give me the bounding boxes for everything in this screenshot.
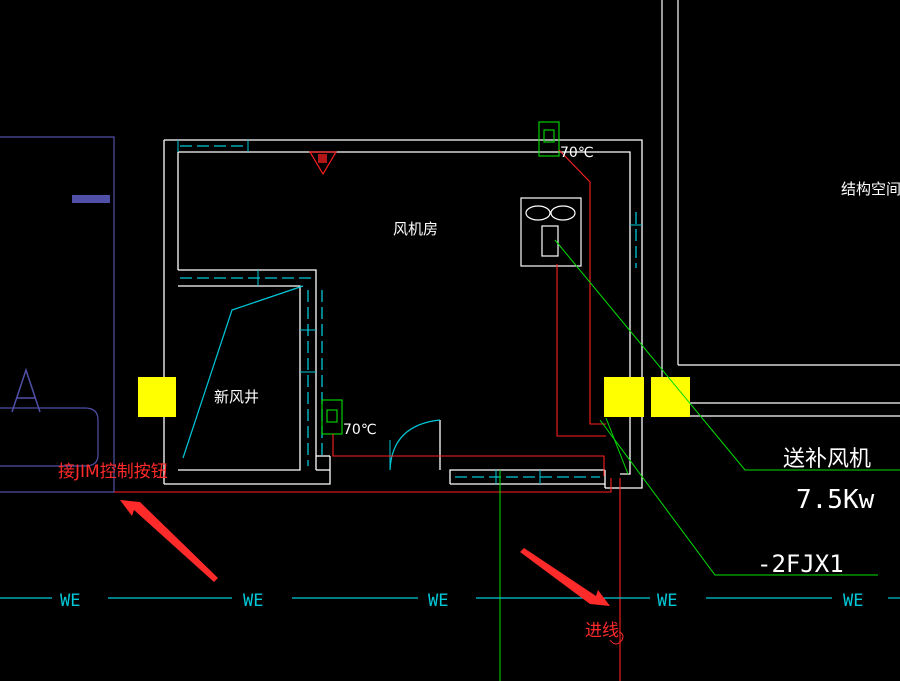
- left-room-outline: [0, 136, 115, 493]
- annotation-arrows: [120, 500, 610, 606]
- structure-walls: [661, 0, 900, 417]
- fan-room-walls: [163, 139, 643, 489]
- red-cables: [114, 149, 621, 681]
- circuit-id-label: -2FJX1: [757, 550, 844, 578]
- fan-power-label: 7.5Kw: [796, 485, 875, 515]
- inlet-squiggle-icon: [609, 631, 624, 645]
- annotation-control: 接JIM控制按钮: [58, 462, 168, 482]
- purple-fixture-icon: [72, 195, 110, 203]
- structure-label: 结构空间: [841, 180, 900, 198]
- triangle-marker-icon: [308, 151, 338, 176]
- cable-tag-5: WE: [843, 591, 863, 611]
- thermo-switch-bottom-icon: [321, 399, 343, 435]
- dashed-wall-lines: [180, 145, 637, 478]
- shaft-label: 新风井: [214, 388, 259, 406]
- thermo-switch-top-icon: [538, 121, 560, 157]
- room-label: 风机房: [393, 220, 438, 238]
- cable-tag-1: WE: [60, 591, 80, 611]
- damper-block-right-2: [651, 377, 690, 417]
- cable-tag-4: WE: [657, 591, 677, 611]
- door-swing-icon: [389, 419, 441, 471]
- arrow-control-icon: [120, 500, 218, 582]
- yellow-blocks: [138, 377, 690, 417]
- cable-tag-3: WE: [428, 591, 448, 611]
- damper-block-right-1: [604, 377, 644, 417]
- fan-unit-icon: [520, 197, 582, 267]
- shaft-diagonal: [182, 285, 304, 459]
- arrow-inlet-icon: [520, 548, 610, 606]
- room-letter-a: [11, 367, 41, 413]
- green-leaders: [499, 239, 900, 681]
- wall-ticks: [177, 140, 642, 484]
- fan-name-label: 送补风机: [783, 447, 871, 472]
- damper-block-left: [138, 377, 176, 417]
- temp-label-bottom: 70℃: [343, 422, 377, 438]
- annotation-inlet: 进线: [585, 621, 619, 641]
- temp-label-top: 70℃: [560, 145, 594, 161]
- cable-tag-2: WE: [243, 591, 263, 611]
- cable-tags: WE WE WE WE WE: [60, 591, 863, 611]
